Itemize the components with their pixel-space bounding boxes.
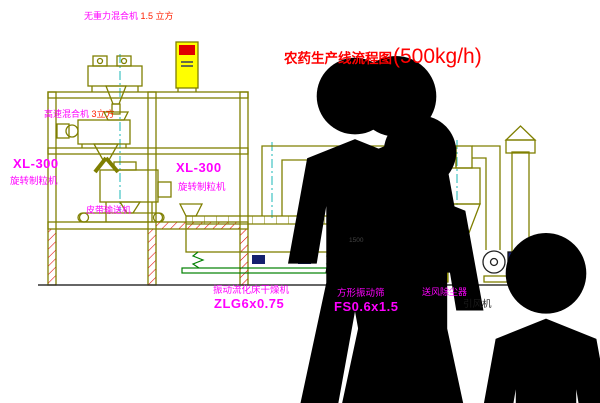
gravity-free-mixer xyxy=(87,55,143,115)
gravity-mixer-name: 无重力混合机 xyxy=(84,11,139,21)
gravity-mixer-spec: 1.5 立方 xyxy=(140,11,174,21)
granulator-center-model: XL-300 xyxy=(176,160,222,175)
high-speed-mixer xyxy=(56,111,131,174)
granulator-left-model: XL-300 xyxy=(13,156,59,171)
belt-conveyor xyxy=(77,212,165,223)
dust-collector-label: 送风除尘器 xyxy=(422,287,468,297)
dryer-model-label: ZLG6x0.75 xyxy=(214,296,285,311)
sieve-feed-dimension: 1500 xyxy=(349,237,364,244)
granulator-left-name: 旋转制粒机 xyxy=(10,176,58,187)
exhaust-stack xyxy=(504,125,537,253)
belt-conveyor-label: 皮带输送机 xyxy=(86,205,132,215)
high-speed-mixer-spec: 3立方 xyxy=(91,109,115,119)
granulator-center-name: 旋转制粒机 xyxy=(178,182,226,193)
high-speed-mixer-label: 高速混合机 3立方 xyxy=(44,110,115,119)
bucket-elevator xyxy=(175,41,199,92)
sieve-name-label: 方形振动筛 xyxy=(337,288,385,299)
title-capacity: (500kg/h) xyxy=(393,45,482,68)
high-speed-mixer-name: 高速混合机 xyxy=(44,109,90,119)
diagram-title: 农药生产线流程图 (500kg/h) xyxy=(284,46,482,67)
gravity-mixer-label: 无重力混合机 1.5 立方 xyxy=(84,12,174,21)
sieve-model-label: FS0.6x1.5 xyxy=(334,299,399,314)
fan-label: 引风机 xyxy=(463,299,492,310)
dryer-name-label: 振动流化床干燥机 xyxy=(213,285,290,296)
concrete-hatching xyxy=(47,221,249,286)
rotary-granulator xyxy=(99,161,172,222)
title-text: 农药生产线流程图 xyxy=(284,51,392,66)
